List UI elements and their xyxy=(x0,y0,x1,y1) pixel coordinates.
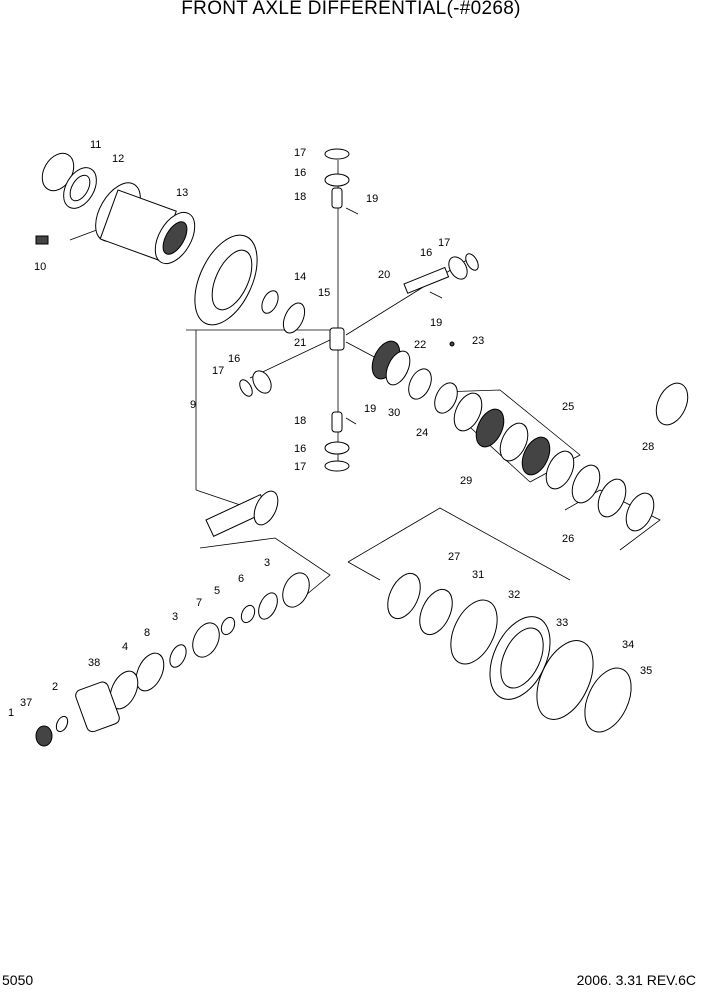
washer-17-top xyxy=(324,148,350,160)
washer-17-left xyxy=(239,379,253,397)
part-label: 18 xyxy=(294,191,306,203)
snap-ring-24 xyxy=(434,382,458,414)
part-label: 2 xyxy=(52,681,58,693)
part-label: 32 xyxy=(508,589,520,601)
part-label: 25 xyxy=(562,401,574,413)
part-label: 4 xyxy=(122,641,128,653)
bearing-3-bot xyxy=(192,622,220,658)
part-label: 5 xyxy=(214,585,220,597)
pin-19-top xyxy=(345,207,359,215)
part-label: 16 xyxy=(420,247,432,259)
part-label: 33 xyxy=(556,617,568,629)
part-label: 19 xyxy=(366,193,378,205)
part-label: 22 xyxy=(414,339,426,351)
gear-22 xyxy=(371,340,411,386)
pin-19-right xyxy=(429,291,443,299)
pin-19-bot xyxy=(345,417,357,425)
spider-21 xyxy=(329,327,345,351)
seal-28 xyxy=(655,382,689,426)
part-label: 38 xyxy=(88,657,100,669)
washer-17-bot xyxy=(324,460,350,472)
ball-23 xyxy=(449,341,455,347)
bearing-3-top xyxy=(282,572,310,608)
housing-13 xyxy=(95,182,196,265)
part-label: 17 xyxy=(294,147,306,159)
gear-15 xyxy=(282,302,306,334)
part-label: 26 xyxy=(562,533,574,545)
oring-37 xyxy=(55,715,69,733)
gear-16-right xyxy=(448,256,468,280)
gear-16-bot xyxy=(324,441,350,455)
ring-27 xyxy=(387,572,421,620)
part-label: 17 xyxy=(294,461,306,473)
part-label: 24 xyxy=(416,427,428,439)
ring-35 xyxy=(584,667,632,733)
bearing-12 xyxy=(63,167,97,209)
revision-date: 2006. 3.31 REV.6C xyxy=(576,972,696,988)
ring-7 xyxy=(220,616,236,636)
ring-32 xyxy=(450,599,498,665)
washer-6 xyxy=(258,592,278,620)
bolt-10 xyxy=(35,235,49,245)
part-label: 19 xyxy=(364,403,376,415)
part-label: 16 xyxy=(294,443,306,455)
part-label: 34 xyxy=(622,639,634,651)
ring-30 xyxy=(408,368,432,400)
part-label: 28 xyxy=(642,441,654,453)
part-label: 16 xyxy=(294,167,306,179)
part-label: 16 xyxy=(228,353,240,365)
page-code: 5050 xyxy=(2,972,34,988)
part-label: 3 xyxy=(264,557,270,569)
part-label: 37 xyxy=(20,697,32,709)
part-label: 20 xyxy=(378,269,390,281)
part-label: 1 xyxy=(8,707,14,719)
pin-18-top xyxy=(331,187,343,209)
part-label: 10 xyxy=(34,261,46,273)
part-label: 13 xyxy=(176,187,188,199)
part-label: 7 xyxy=(196,597,202,609)
part-label: 15 xyxy=(318,287,330,299)
pinion-9 xyxy=(205,490,279,537)
page-title: FRONT AXLE DIFFERENTIAL(-#0268) xyxy=(181,0,521,19)
part-label: 14 xyxy=(294,271,306,283)
spacer-5 xyxy=(240,604,256,624)
part-label: 11 xyxy=(90,139,101,151)
part-label: 29 xyxy=(460,475,472,487)
part-label: 21 xyxy=(294,337,306,349)
bearing-33 xyxy=(489,616,551,700)
part-label: 27 xyxy=(448,551,460,563)
part-labels: 1 2 3 3 4 5 6 7 8 9 10 11 12 13 14 15 16… xyxy=(8,139,654,719)
part-label: 6 xyxy=(238,573,244,585)
part-label: 19 xyxy=(430,317,442,329)
part-label: 23 xyxy=(472,335,484,347)
gear-16-top xyxy=(324,173,350,187)
ring-gear xyxy=(194,234,258,326)
nut-1 xyxy=(35,725,53,747)
part-label: 8 xyxy=(144,627,150,639)
part-label: 17 xyxy=(438,237,450,249)
clutch-pack xyxy=(453,392,655,532)
part-label: 18 xyxy=(294,415,306,427)
ring-34 xyxy=(536,640,594,720)
shaft-20 xyxy=(403,266,450,294)
washer-14 xyxy=(261,290,279,314)
seal-4 xyxy=(135,652,165,692)
pin-18-bot xyxy=(331,411,343,433)
part-label: 12 xyxy=(112,153,124,165)
washer-17-right xyxy=(465,253,479,271)
part-label: 9 xyxy=(190,399,196,411)
part-label: 35 xyxy=(640,665,652,677)
ring-8 xyxy=(169,644,187,668)
flange-2 xyxy=(75,681,120,733)
part-label: 31 xyxy=(472,569,484,581)
gear-16-left xyxy=(252,370,272,394)
part-label: 3 xyxy=(172,611,178,623)
snap-ring-31 xyxy=(419,588,453,636)
part-label: 17 xyxy=(212,365,224,377)
part-label: 30 xyxy=(388,407,400,419)
